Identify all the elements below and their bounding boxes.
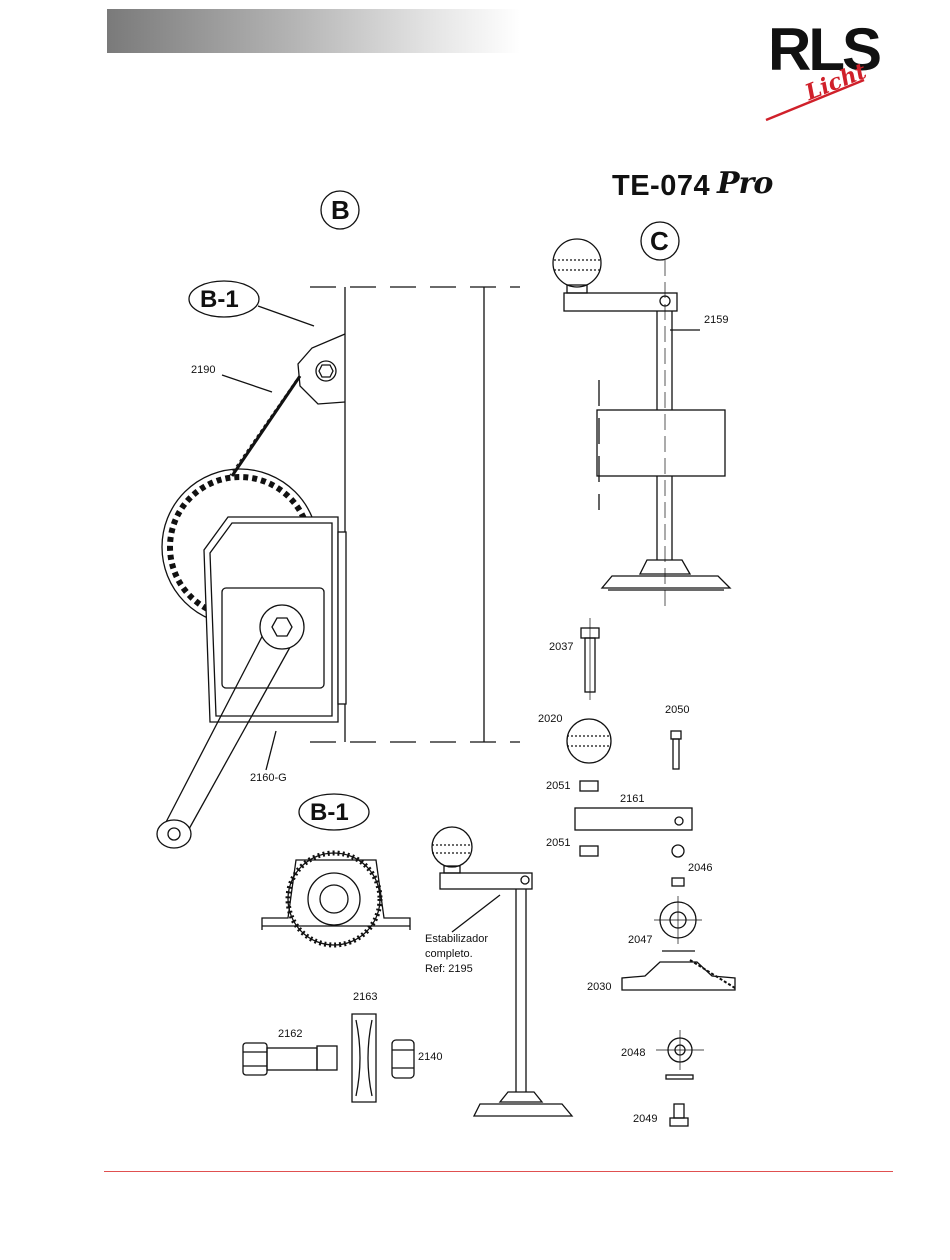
- leader-2160g: [266, 731, 276, 770]
- label-2050: 2050: [665, 704, 689, 716]
- label-2049: 2049: [633, 1113, 657, 1125]
- label-2048: 2048: [621, 1047, 645, 1059]
- section-b-label: B: [331, 195, 350, 225]
- label-2020: 2020: [538, 713, 562, 725]
- label-2190: 2190: [191, 364, 215, 376]
- bolt-2162: [243, 1043, 337, 1075]
- pulley-detail-b1: [262, 853, 410, 945]
- label-2051-lower: 2051: [546, 837, 570, 849]
- bolt-2037: [581, 618, 599, 700]
- screw-2049: [670, 1104, 688, 1126]
- label-2046: 2046: [688, 862, 712, 874]
- arm-2161: [575, 808, 692, 830]
- cable-2190: [222, 375, 300, 478]
- stabilizer-note-line2: completo.: [425, 948, 473, 960]
- label-2037: 2037: [549, 641, 573, 653]
- top-pulley-bracket: [298, 334, 345, 404]
- label-2047: 2047: [628, 934, 652, 946]
- label-2030: 2030: [587, 981, 611, 993]
- nut-2051-lower: [580, 846, 598, 856]
- washer-2048: [656, 1030, 704, 1079]
- section-c-label: C: [650, 226, 669, 256]
- label-2163: 2163: [353, 991, 377, 1003]
- screw-2050: [671, 731, 681, 769]
- nut-2051-upper: [580, 781, 598, 791]
- washer-2047: [654, 896, 702, 944]
- label-2161: 2161: [620, 793, 644, 805]
- knob-2020: [567, 719, 611, 763]
- label-2160g: 2160-G: [250, 772, 287, 784]
- stabilizer-assembly-c: [553, 239, 730, 610]
- pulley-2163: [352, 1014, 376, 1102]
- label-2159: 2159: [704, 314, 728, 326]
- label-2162: 2162: [278, 1028, 302, 1040]
- base-foot-2030: [622, 951, 735, 990]
- stabilizer-note-line1: Estabilizador: [425, 933, 488, 945]
- section-b1-top-label: B-1: [200, 286, 239, 313]
- label-2140: 2140: [418, 1051, 442, 1063]
- nut-2046: [672, 845, 684, 886]
- footer-rule: [104, 1171, 893, 1172]
- nut-2140: [392, 1040, 414, 1078]
- stabilizer-note-line3: Ref: 2195: [425, 963, 473, 975]
- label-2051-upper: 2051: [546, 780, 570, 792]
- section-b1-detail-label: B-1: [310, 799, 349, 826]
